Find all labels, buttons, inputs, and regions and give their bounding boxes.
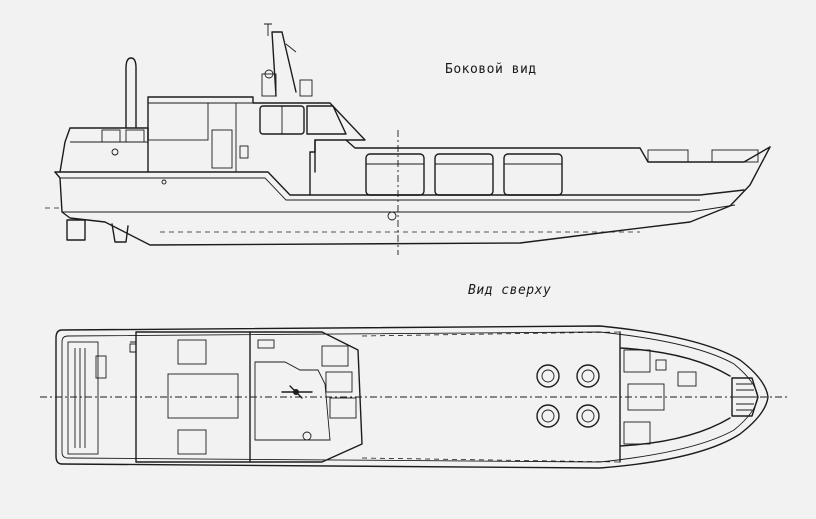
side-view-label: Боковой вид (445, 62, 537, 77)
top-fittings-aft (130, 341, 136, 353)
top-wheelhouse-console (254, 361, 331, 441)
top-bow-compartment (619, 331, 731, 463)
side-bow-box-1 (647, 149, 689, 163)
side-window-aft (147, 102, 209, 141)
side-forward-cabin (309, 139, 771, 196)
side-wheelhouse-window-2 (306, 105, 347, 135)
side-exhaust-stack (125, 57, 137, 129)
top-bow-hatch-2 (627, 383, 665, 411)
side-cabin-window-1 (365, 153, 425, 196)
top-seam-lower (361, 457, 621, 463)
side-sheer-line (54, 171, 745, 196)
top-roof-hatch-1 (177, 339, 207, 365)
side-mast-antennas (264, 23, 297, 53)
top-mast-hub (293, 389, 299, 395)
top-view-label: Вид сверху (468, 283, 552, 298)
side-waterline (62, 204, 736, 213)
top-aft-grating (74, 348, 86, 448)
top-seam-upper (361, 331, 621, 337)
side-cabin-window-2 (434, 153, 494, 196)
top-wheelhouse (249, 331, 363, 463)
top-bow-cleat (655, 359, 667, 371)
side-door-handle-box (239, 145, 249, 159)
side-rudder (66, 219, 86, 241)
side-rub-rail (60, 177, 700, 201)
side-hull (54, 146, 771, 246)
side-deckhouse (147, 96, 366, 173)
side-aft-box (101, 129, 121, 143)
side-radar (299, 79, 313, 97)
top-view (40, 325, 790, 469)
top-roof-hatch-2 (167, 373, 239, 419)
side-aft-porthole (111, 148, 119, 156)
top-aft-box (95, 355, 107, 379)
top-fitting (302, 431, 312, 441)
side-aft-box-2 (125, 129, 145, 143)
top-bow-hatch-1 (623, 349, 651, 373)
top-roof-hatch-3 (177, 429, 207, 455)
side-light (264, 69, 274, 79)
side-cabin-window-3 (503, 153, 563, 196)
side-mast-base (261, 73, 277, 97)
side-view (45, 23, 771, 255)
top-bow-ladder (731, 377, 759, 417)
side-deck-fitting (161, 179, 167, 185)
side-door (211, 129, 233, 169)
top-bow-box (677, 371, 697, 387)
side-aft-bulwark (59, 127, 149, 173)
top-nameplate (257, 339, 275, 349)
top-hull-outline (55, 325, 769, 469)
side-hull-fitting (387, 211, 397, 221)
top-aft-platform (67, 341, 99, 455)
top-hull-inner-line (61, 331, 759, 463)
top-wheelhouse-window-3 (329, 397, 357, 419)
top-bow-hatch-3 (623, 421, 651, 445)
side-mast (271, 31, 297, 97)
top-wheelhouse-window-1 (321, 345, 349, 367)
top-life-rings (536, 364, 600, 428)
top-bow-ladder-steps (736, 383, 756, 411)
side-bow-box-2 (711, 149, 759, 163)
top-wheelhouse-window-2 (325, 371, 353, 393)
side-propeller (111, 223, 129, 243)
top-bitt (129, 343, 137, 353)
